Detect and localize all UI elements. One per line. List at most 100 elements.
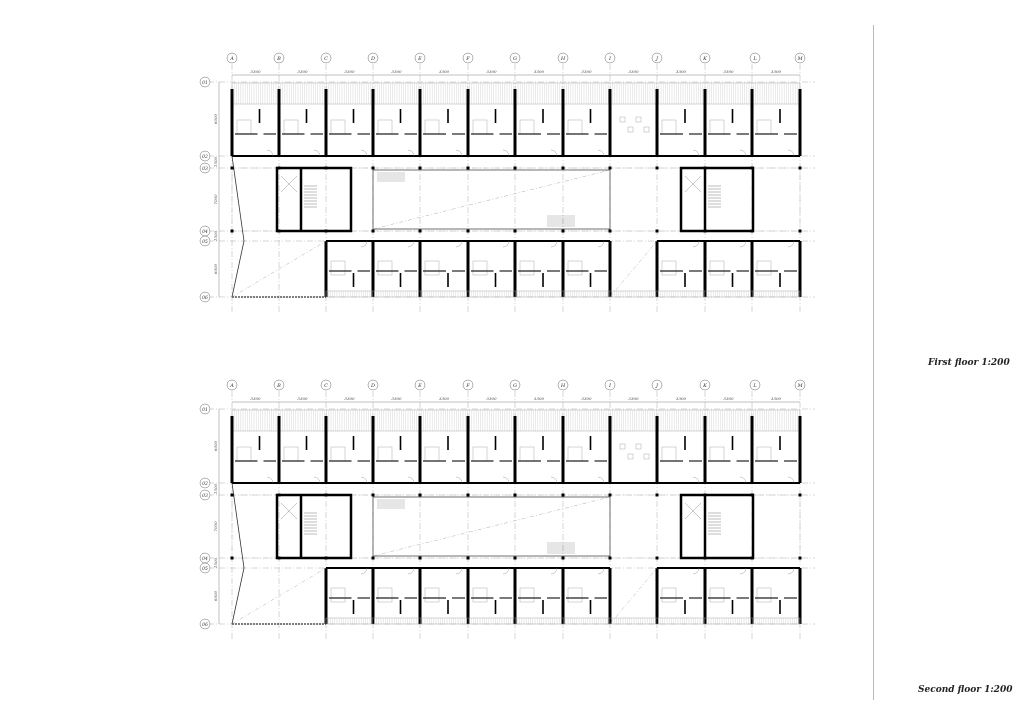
grid-label-04: 04 [202, 556, 208, 562]
grid-bubble-D [367, 52, 379, 64]
column [324, 493, 328, 497]
bed [709, 446, 725, 462]
grid-label-H: H [560, 383, 566, 389]
grid-bubble-B [273, 52, 285, 64]
grid-bubble-G [509, 52, 521, 64]
grid-label-A: A [229, 383, 234, 389]
column [371, 556, 375, 560]
door-swing [455, 567, 463, 575]
bed [756, 446, 772, 462]
column [703, 166, 707, 170]
lounge-furniture [635, 116, 642, 123]
column [324, 166, 328, 170]
grid-label-C: C [324, 56, 328, 62]
elevator-shaft [684, 175, 702, 193]
bed [661, 446, 677, 462]
column-dimension: 3300 [297, 396, 308, 401]
bed [661, 119, 677, 135]
bed [283, 119, 299, 135]
door-swing [550, 149, 558, 157]
column-dimension: 3300 [344, 396, 355, 401]
door-swing [266, 476, 274, 484]
grid-label-K: K [702, 56, 707, 62]
column-dimension: 3300 [297, 69, 308, 74]
grid-label-06: 06 [202, 622, 208, 628]
column [750, 166, 754, 170]
door-swing [597, 240, 605, 248]
grid-bubble-D [367, 379, 379, 391]
second-floor-title: Second floor 1:200 [918, 685, 1013, 695]
door-swing [739, 567, 747, 575]
column [798, 166, 802, 170]
door-swing [313, 149, 321, 157]
column-dimension: 3300 [628, 69, 639, 74]
door-swing [455, 240, 463, 248]
door-swing [360, 567, 368, 575]
column [277, 556, 281, 560]
grid-bubble-G [509, 379, 521, 391]
column [703, 229, 707, 233]
column [230, 229, 234, 233]
bed [283, 446, 299, 462]
void-diagonal [231, 240, 327, 298]
bed [519, 446, 535, 462]
grid-bubble-06 [199, 291, 211, 303]
column [513, 229, 517, 233]
grid-bubble-M [794, 52, 806, 64]
grid-bubble-06 [199, 618, 211, 630]
column-dimension: 3300 [581, 69, 592, 74]
door-swing [407, 476, 415, 484]
door-swing [407, 240, 415, 248]
door-swing [787, 149, 795, 157]
grid-label-01: 01 [202, 407, 208, 413]
grid-bubble-03 [199, 489, 211, 501]
atrium-void [372, 169, 611, 230]
grid-label-D: D [370, 383, 375, 389]
lounge-furniture [627, 126, 634, 133]
door-swing [360, 149, 368, 157]
grid-label-M: M [796, 383, 803, 389]
lounge-furniture [643, 453, 650, 460]
grid-label-E: E [417, 383, 422, 389]
corridor-zone [231, 167, 801, 232]
grid-bubble-M [794, 379, 806, 391]
column [798, 556, 802, 560]
column-dimension: 3300 [628, 396, 639, 401]
door-swing [455, 149, 463, 157]
grid-label-I: I [608, 56, 612, 62]
door-swing [597, 149, 605, 157]
door-swing [502, 476, 510, 484]
column [798, 229, 802, 233]
bed [424, 119, 440, 135]
grid-bubble-05 [199, 235, 211, 247]
column-dimension: 3300 [439, 396, 450, 401]
column [371, 493, 375, 497]
grid-label-02: 02 [202, 154, 208, 160]
bed [567, 587, 583, 603]
first-floor-title: First floor 1:200 [928, 358, 1010, 368]
column-dimension: 3300 [534, 396, 545, 401]
grid-bubble-E [414, 379, 426, 391]
bed [472, 260, 488, 276]
grid-label-D: D [370, 56, 375, 62]
column-dimension: 3300 [391, 396, 402, 401]
grid-bubble-C [320, 379, 332, 391]
column [418, 166, 422, 170]
bed [756, 260, 772, 276]
column [513, 493, 517, 497]
column [466, 493, 470, 497]
column [703, 556, 707, 560]
column-dimension: 3300 [676, 396, 687, 401]
bed [472, 446, 488, 462]
bed [519, 260, 535, 276]
column [513, 556, 517, 560]
door-swing [455, 476, 463, 484]
grid-bubble-02 [199, 477, 211, 489]
bed [330, 446, 346, 462]
grid-bubble-L [749, 52, 761, 64]
door-swing [550, 567, 558, 575]
grid-bubble-F [462, 379, 474, 391]
grid-label-02: 02 [202, 481, 208, 487]
door-swing [597, 567, 605, 575]
